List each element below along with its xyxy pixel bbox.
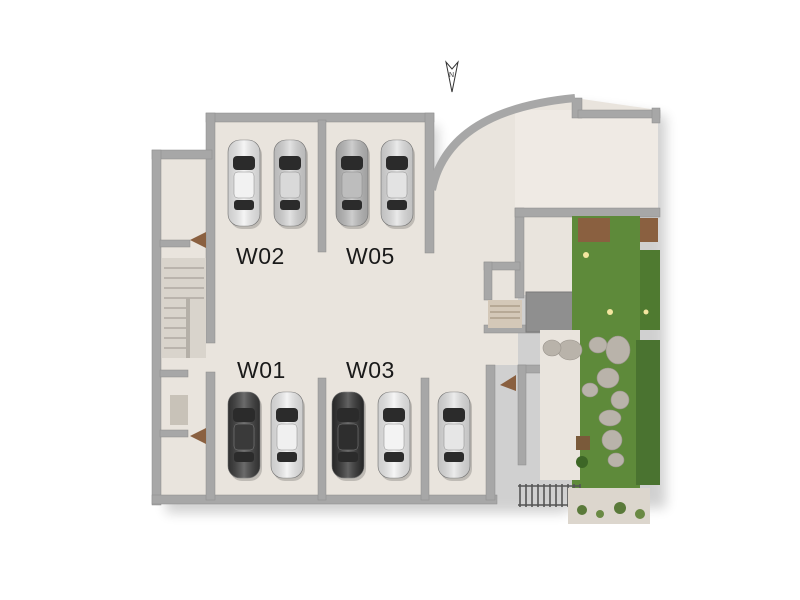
car <box>227 139 262 229</box>
lift-shaft <box>525 291 577 333</box>
car <box>437 391 472 481</box>
staircase <box>162 258 522 358</box>
ramp-area <box>515 110 658 212</box>
garden <box>540 216 660 488</box>
car <box>335 139 370 229</box>
bay-label-w05: W05 <box>346 243 395 269</box>
car <box>270 391 305 481</box>
walls <box>151 97 661 506</box>
bay-label-w03: W03 <box>346 357 395 383</box>
curved-ramp-wall <box>428 94 576 191</box>
north-arrow-icon: N <box>445 60 459 93</box>
car <box>377 391 412 481</box>
parked-cars <box>227 139 472 481</box>
car <box>331 391 366 481</box>
bay-label-w01: W01 <box>237 357 286 383</box>
planter <box>568 488 650 524</box>
north-label: N <box>449 72 454 79</box>
doors <box>170 232 516 444</box>
car <box>273 139 308 229</box>
bay-label-w02: W02 <box>236 243 285 269</box>
car <box>380 139 415 229</box>
car <box>227 391 262 481</box>
